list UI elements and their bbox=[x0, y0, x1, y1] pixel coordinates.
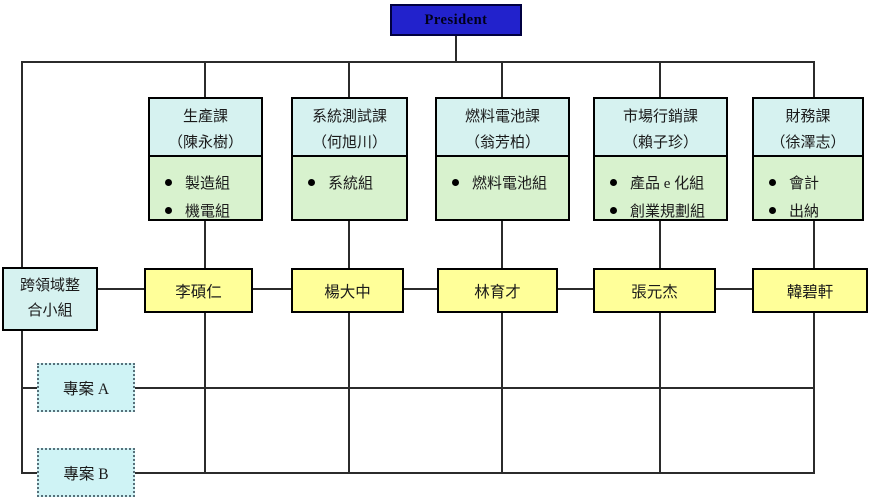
connector-project-b bbox=[21, 472, 815, 474]
dept-manager: （翁芳柏） bbox=[464, 135, 540, 151]
dept-teams: 產品 e 化組 創業規劃組 bbox=[595, 157, 726, 224]
dept-teams: 會計 出納 bbox=[754, 157, 862, 224]
connector-col1-bottom bbox=[204, 311, 206, 474]
project-a-label: 專案 A bbox=[62, 380, 110, 398]
connector-col2-mid bbox=[348, 219, 350, 270]
connector-col3-bottom bbox=[501, 311, 503, 474]
dept-box-finance[interactable]: 財務課 （徐澤志） 會計 出納 bbox=[752, 97, 864, 221]
team-label: 機電組 bbox=[185, 203, 231, 220]
lead-box-5[interactable]: 韓碧軒 bbox=[752, 268, 868, 313]
dept-manager: （徐澤志） bbox=[770, 135, 846, 151]
lead-box-4[interactable]: 張元杰 bbox=[593, 268, 716, 313]
connector-col2-bottom bbox=[348, 311, 350, 474]
dept-box-system-test[interactable]: 系統測試課 （何旭川） 系統組 bbox=[291, 97, 408, 221]
team-label: 會計 bbox=[789, 175, 820, 192]
bullet-icon bbox=[452, 178, 459, 186]
connector-left-top bbox=[21, 61, 23, 268]
connector-president-drop bbox=[455, 36, 457, 62]
team-label: 燃料電池組 bbox=[472, 175, 548, 192]
dept-manager: （賴子珍） bbox=[622, 135, 698, 151]
project-b-box[interactable]: 專案 B bbox=[37, 448, 135, 497]
dept-manager: （何旭川） bbox=[311, 135, 387, 151]
connector-col1-top bbox=[204, 61, 206, 99]
connector-col2-top bbox=[348, 61, 350, 99]
connector-lead2-lead3 bbox=[404, 288, 437, 290]
lead-box-1[interactable]: 李碩仁 bbox=[144, 268, 253, 313]
president-label: President bbox=[424, 11, 488, 28]
lead-name: 楊大中 bbox=[324, 283, 371, 301]
dept-name: 燃料電池課 bbox=[464, 109, 540, 125]
lead-box-2[interactable]: 楊大中 bbox=[291, 268, 404, 313]
bullet-icon bbox=[610, 178, 617, 186]
project-b-label: 專案 B bbox=[63, 465, 109, 483]
team-label: 產品 e 化組 bbox=[630, 175, 705, 192]
connector-col5-mid bbox=[813, 219, 815, 270]
lead-name: 張元杰 bbox=[631, 283, 678, 301]
lead-name: 李碩仁 bbox=[175, 283, 222, 301]
bullet-icon bbox=[165, 206, 172, 214]
connector-col1-mid bbox=[204, 219, 206, 270]
dept-manager: （陳永樹） bbox=[167, 135, 243, 151]
dept-teams: 製造組 機電組 bbox=[150, 157, 261, 224]
dept-header: 財務課 （徐澤志） bbox=[754, 99, 862, 157]
connector-left-bottom bbox=[21, 330, 23, 474]
connector-col5-bottom bbox=[813, 311, 815, 474]
connector-lead3-lead4 bbox=[558, 288, 593, 290]
dept-teams: 燃料電池組 bbox=[437, 157, 568, 219]
dept-box-production[interactable]: 生產課 （陳永樹） 製造組 機電組 bbox=[148, 97, 263, 221]
team-label: 創業規劃組 bbox=[630, 203, 706, 220]
team-label: 製造組 bbox=[185, 175, 231, 192]
bullet-icon bbox=[769, 206, 776, 214]
connector-col5-top bbox=[813, 61, 815, 99]
lead-name: 韓碧軒 bbox=[786, 283, 834, 301]
connector-project-a bbox=[21, 387, 815, 389]
bullet-icon bbox=[610, 206, 617, 214]
bullet-icon bbox=[308, 178, 315, 186]
connector-col3-mid bbox=[501, 219, 503, 270]
dept-name: 生產課 bbox=[182, 109, 228, 125]
dept-header: 燃料電池課 （翁芳柏） bbox=[437, 99, 568, 157]
lead-name: 林育才 bbox=[474, 283, 521, 301]
team-label: 出納 bbox=[789, 203, 820, 220]
connector-col3-top bbox=[501, 61, 503, 99]
bullet-icon bbox=[165, 178, 172, 186]
dept-header: 市場行銷課 （賴子珍） bbox=[595, 99, 726, 157]
dept-header: 生產課 （陳永樹） bbox=[150, 99, 261, 157]
president-box[interactable]: President bbox=[390, 4, 522, 36]
connector-top-bus bbox=[21, 61, 815, 63]
connector-col4-bottom bbox=[659, 311, 661, 474]
lead-box-3[interactable]: 林育才 bbox=[437, 268, 558, 313]
dept-box-marketing[interactable]: 市場行銷課 （賴子珍） 產品 e 化組 創業規劃組 bbox=[593, 97, 728, 221]
dept-teams: 系統組 bbox=[293, 157, 406, 219]
connector-cross-to-lead1 bbox=[98, 288, 144, 290]
connector-col4-top bbox=[659, 61, 661, 99]
dept-header: 系統測試課 （何旭川） bbox=[293, 99, 406, 157]
bullet-icon bbox=[769, 178, 776, 186]
dept-name: 市場行銷課 bbox=[622, 109, 698, 125]
connector-lead4-lead5 bbox=[716, 288, 752, 290]
team-label: 系統組 bbox=[328, 175, 374, 192]
dept-box-fuel-cell[interactable]: 燃料電池課 （翁芳柏） 燃料電池組 bbox=[435, 97, 570, 221]
cross-domain-group-label: 跨領域整合小組 bbox=[19, 278, 80, 319]
cross-domain-group-box[interactable]: 跨領域整合小組 bbox=[2, 267, 98, 331]
connector-col4-mid bbox=[659, 219, 661, 270]
connector-lead1-lead2 bbox=[253, 288, 291, 290]
dept-name: 系統測試課 bbox=[311, 109, 387, 125]
dept-name: 財務課 bbox=[785, 109, 831, 125]
project-a-box[interactable]: 專案 A bbox=[37, 363, 135, 412]
